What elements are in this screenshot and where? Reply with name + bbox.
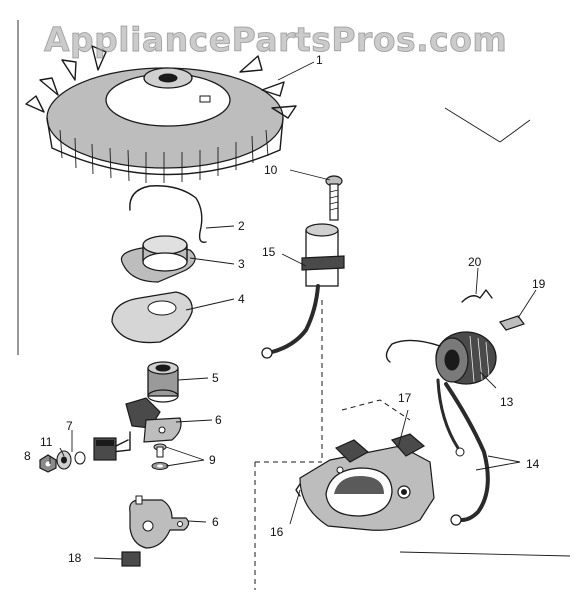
armature-bracket-part — [295, 433, 435, 531]
callout-20: 20 — [468, 255, 482, 269]
watermark-logo: AppliancePartsPros.com — [43, 20, 508, 60]
ground-wire-part — [436, 378, 490, 526]
callout-8: 8 — [24, 449, 31, 463]
callout-2: 2 — [238, 219, 245, 233]
assembly-line-lower — [254, 461, 322, 590]
leader-lines — [49, 61, 537, 560]
bushing-part — [147, 361, 179, 403]
breaker-points-part — [111, 397, 182, 453]
callout-13: 13 — [500, 395, 514, 409]
gasket-part — [111, 291, 193, 344]
nut-washer-part — [39, 450, 86, 473]
flywheel-part — [25, 45, 297, 183]
callout-9: 9 — [209, 453, 216, 467]
frame-corner-line-2 — [499, 119, 531, 143]
ignition-coil-part — [385, 331, 497, 385]
callout-15: 15 — [262, 245, 276, 259]
terminal-block-part — [93, 437, 129, 461]
callout-10: 10 — [264, 163, 278, 177]
callout-14: 14 — [526, 457, 540, 471]
frame-bottom-line — [399, 551, 571, 557]
callout-19: 19 — [532, 277, 546, 291]
shim-part — [499, 315, 525, 331]
screw-washer-part — [151, 443, 169, 470]
assembly-line-short — [341, 399, 411, 421]
callout-11: 11 — [40, 435, 53, 449]
condenser-part — [261, 223, 345, 359]
felt-wick-part — [121, 551, 141, 567]
spring-clip-part — [129, 185, 207, 243]
breaker-cam-part — [120, 235, 196, 283]
callout-4: 4 — [238, 292, 245, 306]
frame-corner-line — [444, 107, 501, 143]
breaker-plate-part — [129, 495, 190, 549]
mounting-screw-part — [325, 175, 343, 221]
spring-wire-part — [461, 289, 493, 303]
callout-3: 3 — [238, 257, 245, 271]
callout-16: 16 — [270, 525, 284, 539]
callout-5: 5 — [212, 371, 219, 385]
callout-6-upper: 6 — [215, 413, 222, 427]
callout-6-lower: 6 — [212, 515, 219, 529]
callout-1: 1 — [316, 53, 323, 67]
callout-18: 18 — [68, 551, 82, 565]
callout-17: 17 — [398, 391, 412, 405]
callout-7: 7 — [66, 419, 73, 433]
